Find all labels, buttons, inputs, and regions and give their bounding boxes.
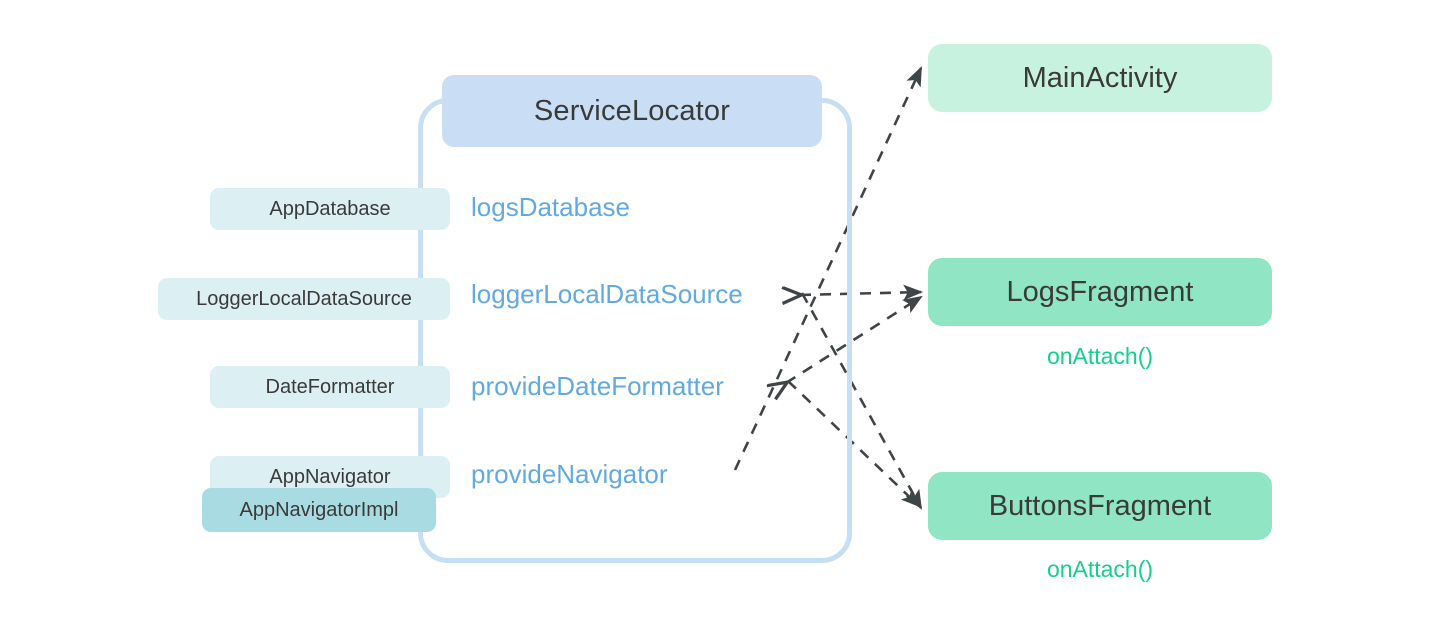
type-box-appdatabase[interactable]: AppDatabase [210,188,450,230]
type-box-loggerlocaldatasource[interactable]: LoggerLocalDataSource [158,278,450,320]
provider-label: loggerLocalDataSource [471,279,743,309]
callout-logsfragment-onattach: onAttach() [928,343,1272,370]
consumer-logsfragment[interactable]: LogsFragment [928,258,1272,326]
provider-providedateformatter[interactable]: provideDateFormatter [471,371,724,402]
service-locator-header[interactable]: ServiceLocator [442,75,822,147]
consumer-label: MainActivity [1022,61,1178,94]
consumer-label: LogsFragment [1006,275,1194,308]
provider-loggerlocaldatasource[interactable]: loggerLocalDataSource [471,279,743,310]
type-box-label: AppNavigatorImpl [239,498,399,521]
callout-label: onAttach() [1046,343,1154,369]
consumer-label: ButtonsFragment [988,489,1212,522]
provider-label: provideNavigator [471,459,668,489]
type-box-label: AppNavigator [269,465,391,488]
service-locator-container [418,98,852,563]
type-box-dateformatter[interactable]: DateFormatter [210,366,450,408]
consumer-buttonsfragment[interactable]: ButtonsFragment [928,472,1272,540]
service-locator-title: ServiceLocator [533,94,731,127]
provider-logsdatabase[interactable]: logsDatabase [471,192,630,223]
callout-buttonsfragment-onattach: onAttach() [928,556,1272,583]
type-box-label: LoggerLocalDataSource [196,287,412,310]
provider-label: provideDateFormatter [471,371,724,401]
provider-providenavigator[interactable]: provideNavigator [471,459,668,490]
type-box-label: DateFormatter [265,375,395,398]
type-box-label: AppDatabase [269,197,391,220]
consumer-mainactivity[interactable]: MainActivity [928,44,1272,112]
type-box-appnavigatorimpl[interactable]: AppNavigatorImpl [202,488,436,532]
provider-label: logsDatabase [471,192,630,222]
callout-label: onAttach() [1046,556,1154,582]
